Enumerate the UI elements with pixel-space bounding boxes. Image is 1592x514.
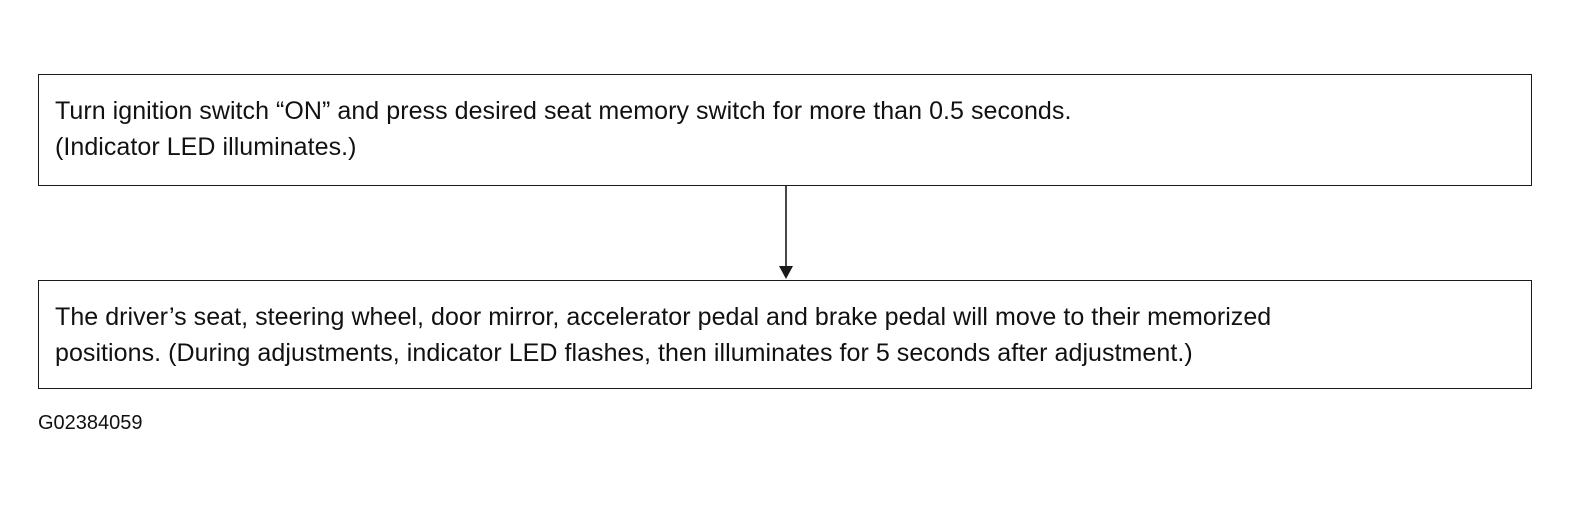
step-2-box: The driver’s seat, steering wheel, door … (38, 280, 1532, 389)
flow-arrow (779, 186, 793, 279)
step-1-line-1: Turn ignition switch “ON” and press desi… (55, 97, 1072, 125)
flow-arrow-head (779, 266, 793, 279)
step-2-line-2: positions. (During adjustments, indicato… (55, 339, 1193, 367)
figure-id: G02384059 (38, 412, 143, 434)
step-1-line-2: (Indicator LED illuminates.) (55, 133, 357, 161)
step-1-box: Turn ignition switch “ON” and press desi… (38, 74, 1532, 186)
step-2-line-1: The driver’s seat, steering wheel, door … (55, 303, 1272, 331)
